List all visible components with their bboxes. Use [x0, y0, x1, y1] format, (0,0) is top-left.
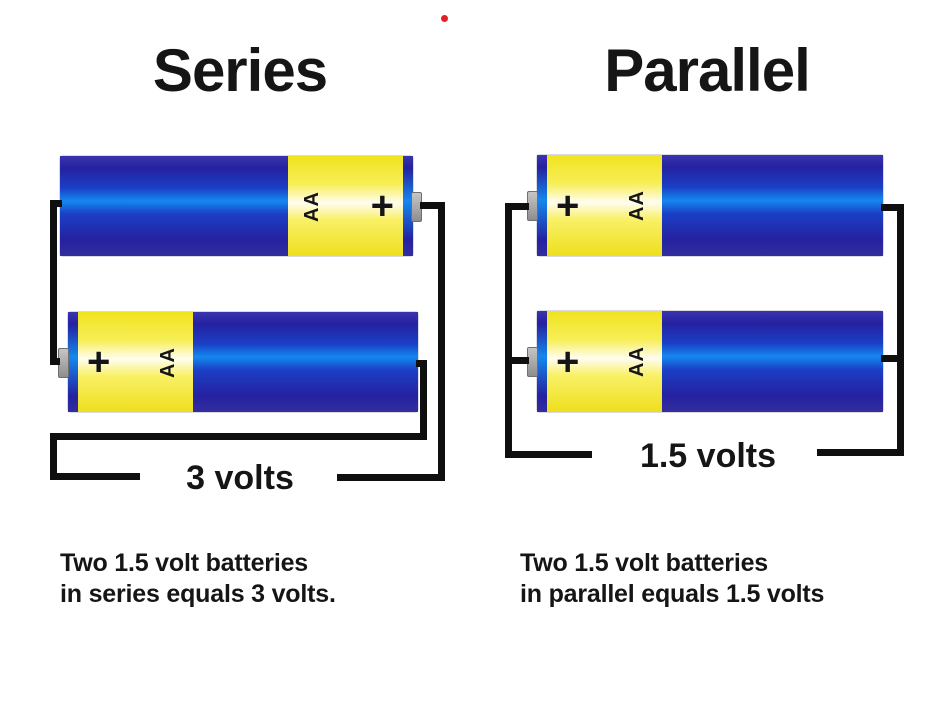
battery-plus-label: + — [370, 184, 394, 228]
battery-cap-strip — [68, 312, 78, 412]
parallel-battery-top: + AA — [527, 155, 883, 256]
series-battery-top: AA + — [60, 156, 422, 256]
series-wire-pos2-horizontal — [50, 358, 60, 365]
red-dot-icon — [441, 15, 448, 22]
parallel-battery-bottom: + AA — [527, 311, 883, 412]
parallel-wire-pos1-stub — [505, 203, 529, 210]
parallel-caption-line1: Two 1.5 volt batteries — [520, 549, 768, 577]
battery-size-label: AA — [626, 190, 649, 221]
series-wire-left-terminal-stub — [50, 473, 140, 480]
series-wire-left-vertical — [50, 200, 57, 365]
parallel-wire-left-vertical — [505, 203, 512, 458]
battery-negative-body — [193, 312, 418, 412]
parallel-wire-right-vertical — [897, 204, 904, 456]
series-voltage-label: 3 volts — [186, 459, 294, 497]
battery-positive-section: AA + — [288, 156, 403, 256]
parallel-wire-pos2-stub — [505, 357, 529, 364]
series-wire-bottom-horizontal — [50, 433, 427, 440]
battery-positive-section: + AA — [547, 311, 662, 412]
battery-plus-label: + — [556, 339, 580, 384]
battery-size-label: AA — [300, 190, 323, 222]
series-wire-right-vertical — [438, 202, 445, 481]
battery-positive-section: + AA — [547, 155, 662, 256]
battery-plus-label: + — [556, 183, 580, 228]
series-caption-line2: in series equals 3 volts. — [60, 580, 336, 608]
parallel-wire-right-terminal-stub — [817, 449, 904, 456]
series-title: Series — [152, 37, 328, 104]
series-caption: Two 1.5 volt batteries in series equals … — [60, 548, 336, 610]
battery-negative-body — [662, 311, 883, 412]
series-caption-line1: Two 1.5 volt batteries — [60, 549, 308, 577]
series-wire-right-terminal-stub — [337, 474, 445, 481]
parallel-title: Parallel — [604, 37, 811, 104]
battery-negative-body — [60, 156, 288, 256]
parallel-wire-neg2-stub — [881, 355, 901, 362]
parallel-caption-line2: in parallel equals 1.5 volts — [520, 580, 825, 608]
parallel-wire-neg1-stub — [881, 204, 901, 211]
series-wire-bottom-left-vertical — [50, 433, 57, 480]
series-wire-neg2-vertical — [420, 360, 427, 440]
series-wire-pos1-horizontal — [420, 202, 445, 209]
battery-cap-strip — [537, 311, 547, 412]
battery-size-label: AA — [157, 346, 180, 378]
battery-plus-label: + — [87, 340, 111, 384]
battery-negative-body — [662, 155, 883, 256]
battery-cap-strip — [537, 155, 547, 256]
battery-size-label: AA — [626, 346, 649, 377]
parallel-wire-left-terminal-stub — [505, 451, 592, 458]
parallel-caption: Two 1.5 volt batteries in parallel equal… — [520, 548, 824, 610]
battery-cap-strip — [403, 156, 413, 256]
parallel-voltage-label: 1.5 volts — [639, 437, 777, 475]
battery-positive-section: + AA — [78, 312, 193, 412]
series-battery-bottom: + AA — [58, 312, 418, 412]
